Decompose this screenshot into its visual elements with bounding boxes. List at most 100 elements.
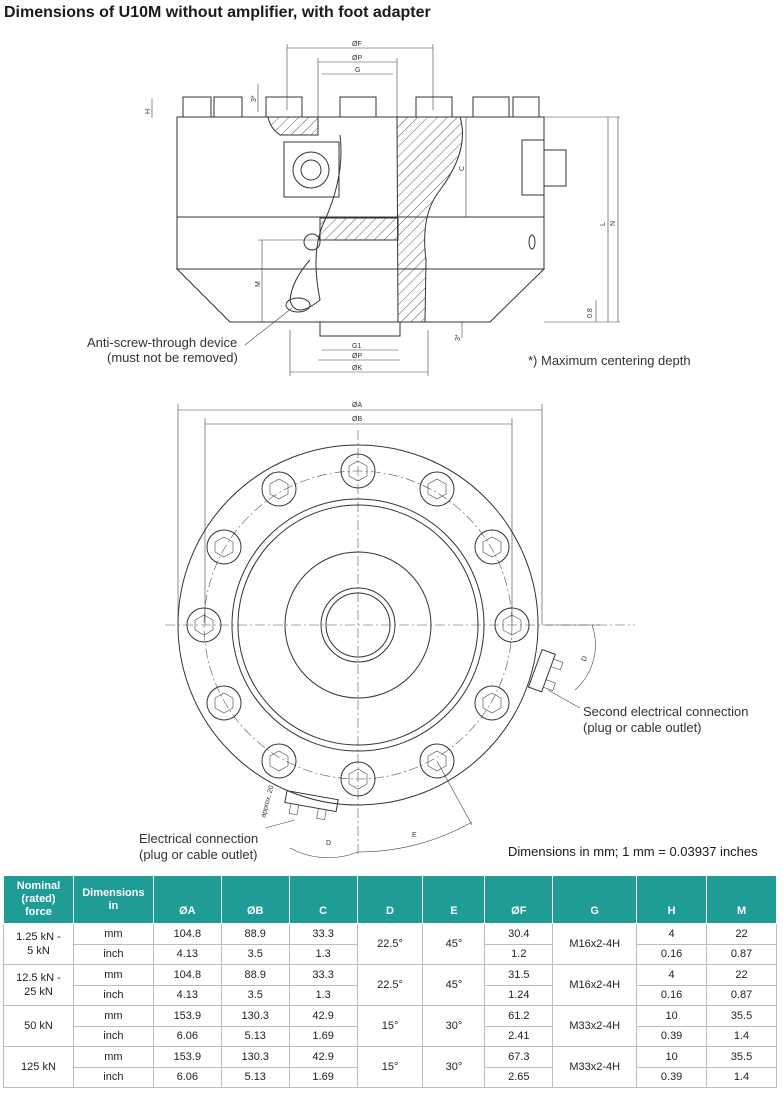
c-cell: 1.69 [288, 1025, 358, 1047]
anti-screw-note-line2: (must not be removed) [107, 350, 238, 365]
e-cell: 30° [422, 1005, 486, 1047]
f-cell: 1.24 [484, 984, 554, 1006]
dia-b-label: ØB [352, 416, 362, 423]
e-label: E [412, 832, 417, 839]
approx-label: approx. 20 [260, 785, 275, 819]
h-cell: 10 [636, 1046, 708, 1068]
electrical-connection-note-line2: (plug or cable outlet) [139, 847, 258, 862]
b-cell: 88.9 [220, 964, 290, 986]
m-cell: 35.5 [706, 1046, 777, 1068]
table-row: 12.5 kN - 25 kN mm 104.8 88.9 33.3 22.5°… [3, 964, 777, 1006]
header-m: M [706, 875, 777, 924]
force-cell: 50 kN [3, 1005, 74, 1047]
c-label: C [459, 166, 466, 171]
a-cell: 4.13 [152, 984, 222, 1006]
b-cell: 3.5 [220, 984, 290, 1006]
dia-p-bottom-label: ØP [352, 353, 362, 360]
c-cell: 33.3 [288, 923, 358, 945]
force-cell: 12.5 kN - 25 kN [3, 964, 74, 1006]
a-cell: 104.8 [152, 964, 222, 986]
a-cell: 104.8 [152, 923, 222, 945]
b-cell: 3.5 [220, 943, 290, 965]
force-line1: 50 kN [24, 1020, 53, 1032]
h-cell: 0.39 [636, 1066, 708, 1088]
bolt-holes [186, 453, 530, 797]
three-star-bottom-label: 3* [455, 334, 462, 341]
h-label: H [145, 109, 152, 114]
m-cell: 22 [706, 964, 777, 986]
zero-eight-label: 0.8 [587, 308, 594, 318]
unit-cell: mm [72, 964, 154, 986]
m-cell: 22 [706, 923, 777, 945]
force-line1: 125 kN [21, 1061, 56, 1073]
g1-label: G1 [352, 343, 361, 350]
table-header-row: Nominal (rated) force Dimensions in ØA Ø… [3, 875, 777, 924]
table-row: inch 4.13 3.5 1.3 1.2 0.16 0.87 [4, 943, 777, 965]
c-cell: 42.9 [288, 1005, 358, 1027]
unit-cell: inch [72, 943, 154, 965]
header-d: D [356, 875, 424, 924]
g-label: G [355, 67, 360, 74]
d-cell: 15° [356, 1005, 424, 1047]
b-cell: 88.9 [220, 923, 290, 945]
second-connection-note-line1: Second electrical connection [583, 704, 749, 719]
dia-a-label: ØA [352, 402, 362, 409]
force-cell: 1.25 kN - 5 kN [3, 923, 74, 965]
header-dims-line1: Dimensions [82, 886, 145, 899]
header-g: G [552, 875, 638, 924]
b-cell: 5.13 [220, 1025, 290, 1047]
header-force-line1: Nominal [16, 880, 61, 892]
e-cell: 45° [422, 923, 486, 965]
header-h: H [636, 875, 708, 924]
table-row: inch 4.13 3.5 1.3 1.24 0.16 0.87 [4, 984, 777, 1006]
anti-screw-note-line1: Anti-screw-through device [87, 335, 238, 350]
force-line1: 12.5 kN - [16, 972, 61, 984]
h-cell: 0.16 [636, 984, 708, 1006]
c-cell: 33.3 [288, 964, 358, 986]
c-cell: 1.69 [288, 1066, 358, 1088]
f-cell: 1.2 [484, 943, 554, 965]
f-cell: 61.2 [484, 1005, 554, 1027]
b-cell: 130.3 [220, 1005, 290, 1027]
e-cell: 30° [422, 1046, 486, 1088]
h-cell: 0.16 [636, 943, 708, 965]
unit-cell: mm [72, 1046, 154, 1068]
second-connection-note-line2: (plug or cable outlet) [583, 720, 702, 735]
unit-cell: mm [72, 923, 154, 945]
table-row: inch 6.06 5.13 1.69 2.65 0.39 1.4 [4, 1066, 777, 1088]
unit-cell: inch [72, 1025, 154, 1047]
c-cell: 1.3 [288, 984, 358, 1006]
header-dimensions: Dimensions in [72, 875, 154, 924]
g-cell: M33x2-4H [552, 1046, 638, 1088]
header-f: ØF [484, 875, 554, 924]
d-right-label: D [581, 655, 589, 662]
header-force: Nominal (rated) force [3, 875, 74, 924]
dia-k-label: ØK [352, 365, 362, 372]
a-cell: 6.06 [152, 1025, 222, 1047]
m-cell: 1.4 [706, 1025, 777, 1047]
m-cell: 1.4 [706, 1066, 777, 1088]
h-cell: 0.39 [636, 1025, 708, 1047]
units-note: Dimensions in mm; 1 mm = 0.03937 inches [508, 844, 758, 859]
h-cell: 4 [636, 964, 708, 986]
a-cell: 4.13 [152, 943, 222, 965]
f-cell: 2.65 [484, 1066, 554, 1088]
force-line2: 5 kN [27, 945, 50, 957]
d-cell: 15° [356, 1046, 424, 1088]
unit-cell: inch [72, 1066, 154, 1088]
e-cell: 45° [422, 964, 486, 1006]
force-line2: 25 kN [24, 986, 53, 998]
page-title: Dimensions of U10M without amplifier, wi… [4, 4, 431, 21]
plan-view-drawing: ØA ØB D approx. 20 D [165, 402, 635, 859]
c-cell: 1.3 [288, 943, 358, 965]
a-cell: 153.9 [152, 1046, 222, 1068]
header-b: ØB [220, 875, 290, 924]
m-cell: 0.87 [706, 984, 777, 1006]
d-cell: 22.5° [356, 964, 424, 1006]
header-e: E [422, 875, 486, 924]
unit-cell: inch [72, 984, 154, 1006]
table-row: 125 kN mm 153.9 130.3 42.9 15° 30° 67.3 … [3, 1046, 777, 1088]
g-cell: M16x2-4H [552, 964, 638, 1006]
header-force-line3: force [25, 906, 52, 918]
g-cell: M33x2-4H [552, 1005, 638, 1047]
